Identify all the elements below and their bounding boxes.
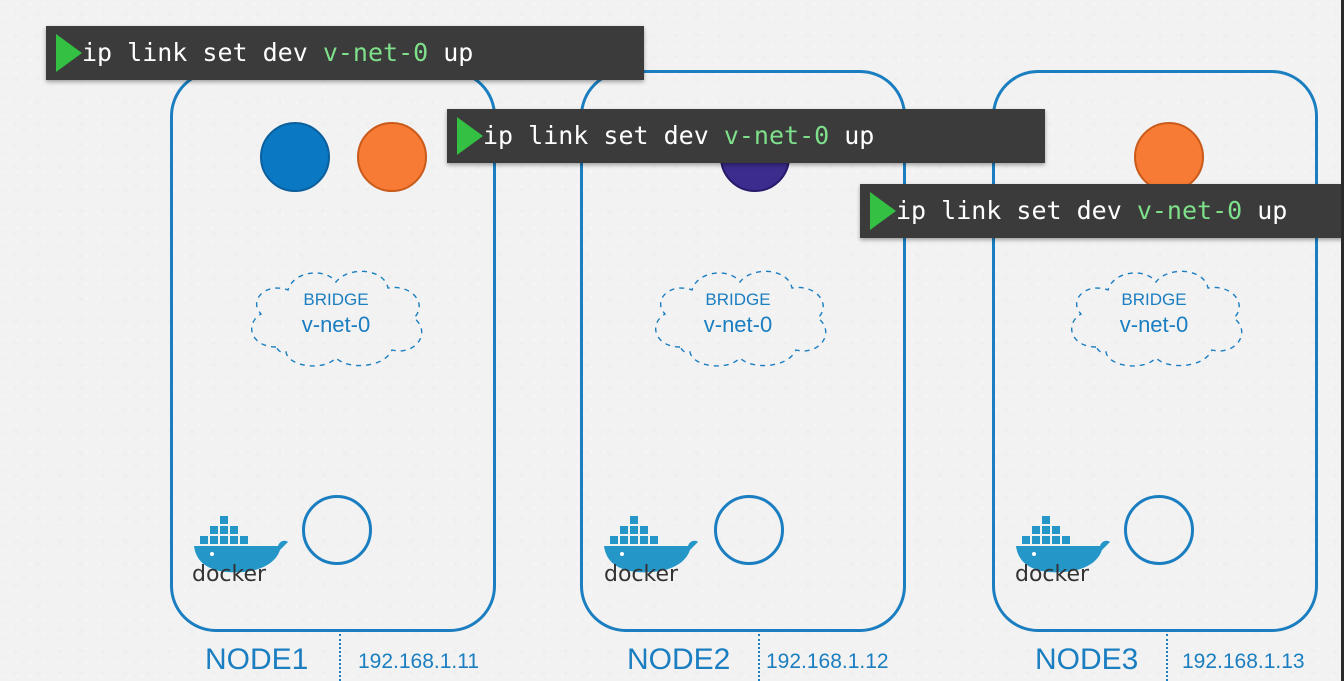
pod-empty [714,495,784,565]
play-icon [870,192,896,230]
bridge-title: BRIDGE [705,290,771,309]
bridge-cloud-icon [1071,270,1243,367]
docker-label: docker [1015,562,1090,587]
docker-label: docker [604,562,679,587]
pod-orange [1134,122,1204,192]
terminal-command-2: ip link set dev v-net-0 up [447,109,1045,163]
bridge-name: v-net-0 [301,312,371,337]
node-name: NODE1 [205,643,309,676]
node-divider [758,634,760,681]
command-prefix: ip link set dev [483,121,724,150]
terminal-command-3: ip link set dev v-net-0 up [860,184,1344,238]
bridge-title: BRIDGE [303,290,369,309]
bridge-cloud-icon [251,270,423,367]
bridge-name: v-net-0 [1119,312,1189,337]
command-highlight: v-net-0 [1136,196,1243,225]
node-ip: 192.168.1.11 [358,650,480,673]
command-suffix: up [1242,196,1288,225]
window-edge [1341,0,1344,681]
node-box-3 [992,70,1318,632]
play-icon [457,117,483,155]
terminal-command-1: ip link set dev v-net-0 up [46,26,644,80]
command-text: ip link set dev v-net-0 up [483,109,874,163]
pod-blue [260,122,330,192]
command-suffix: up [829,121,875,150]
docker-label: docker [192,562,267,587]
docker-logo-icon [1016,516,1110,573]
node-name: NODE2 [627,643,731,676]
bridge-name: v-net-0 [703,312,773,337]
command-text: ip link set dev v-net-0 up [896,184,1287,238]
play-icon [56,34,82,72]
bridge-title: BRIDGE [1121,290,1187,309]
docker-logo-icon [604,516,698,573]
node-divider [339,634,341,681]
node-ip: 192.168.1.13 [1182,650,1305,673]
node-ip: 192.168.1.12 [766,650,889,673]
bridge-cloud-icon [655,270,827,367]
node-divider [1166,634,1168,681]
command-prefix: ip link set dev [896,196,1137,225]
command-suffix: up [428,38,474,67]
pod-orange [357,122,427,192]
node-name: NODE3 [1035,643,1139,676]
command-text: ip link set dev v-net-0 up [82,26,473,80]
command-prefix: ip link set dev [82,38,323,67]
docker-logo-icon [194,516,288,573]
node-box-2 [580,70,906,632]
command-highlight: v-net-0 [723,121,830,150]
command-highlight: v-net-0 [322,38,429,67]
pod-empty [302,495,372,565]
pod-empty [1124,495,1194,565]
